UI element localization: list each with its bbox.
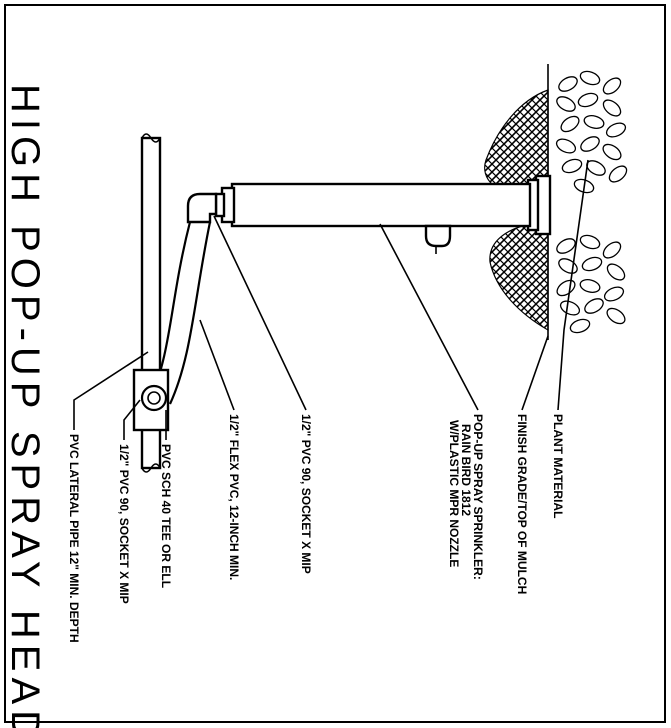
- label-tee: PVC SCH 40 TEE OR ELL: [159, 444, 173, 588]
- sprinkler-side-inlet: [424, 224, 452, 248]
- leader-grade: [521, 335, 549, 411]
- lateral-pipe-break-top: [141, 133, 161, 143]
- sprinkler-body: [230, 182, 532, 228]
- leader-pvc90-bottom: [123, 399, 141, 440]
- pvc-90-elbow-bottom: [140, 384, 168, 412]
- leader-flex: [199, 319, 235, 411]
- leader-lateral: [73, 351, 149, 430]
- flex-pvc-pipe-edge: [168, 221, 212, 405]
- leader-pvc90-top: [213, 215, 307, 411]
- drawing-border: [4, 4, 666, 723]
- label-plant-material: PLANT MATERIAL: [551, 414, 565, 518]
- leader-plant: [557, 159, 589, 411]
- drawing-title: HIGH POP-UP SPRAY HEAD: [3, 84, 47, 728]
- title-group: HIGH POP-UP SPRAY HEAD: [3, 84, 47, 728]
- label-sprinkler-line3: W/PLASTIC MPR NOZZLE: [447, 420, 461, 567]
- label-lateral-pipe: PVC LATERAL PIPE 12" MIN. DEPTH: [67, 434, 81, 643]
- plant-material-bottom: [556, 234, 626, 334]
- label-sprinkler-line1: POP-UP SPRAY SPRINKLER:: [471, 414, 485, 580]
- label-pvc90-top: 1/2" PVC 90, SOCKET X MIP: [299, 414, 313, 574]
- leader-sprinkler: [379, 223, 479, 411]
- label-finish-grade: FINISH GRADE/TOP OF MULCH: [515, 414, 529, 594]
- label-flex-pvc: 1/2" FLEX PVC, 12-INCH MIN.: [227, 414, 241, 580]
- label-sprinkler-line2: RAIN BIRD 1812: [459, 424, 473, 516]
- soil-mound-right: [489, 221, 549, 332]
- plant-material-top: [555, 70, 628, 194]
- pvc-90-elbow-top: [186, 192, 218, 224]
- label-pvc90-bottom: 1/2" PVC 90, SOCKET X MIP: [117, 444, 131, 604]
- elbow-bottom-inner: [147, 391, 161, 405]
- lateral-pipe-break-bottom: [141, 463, 161, 473]
